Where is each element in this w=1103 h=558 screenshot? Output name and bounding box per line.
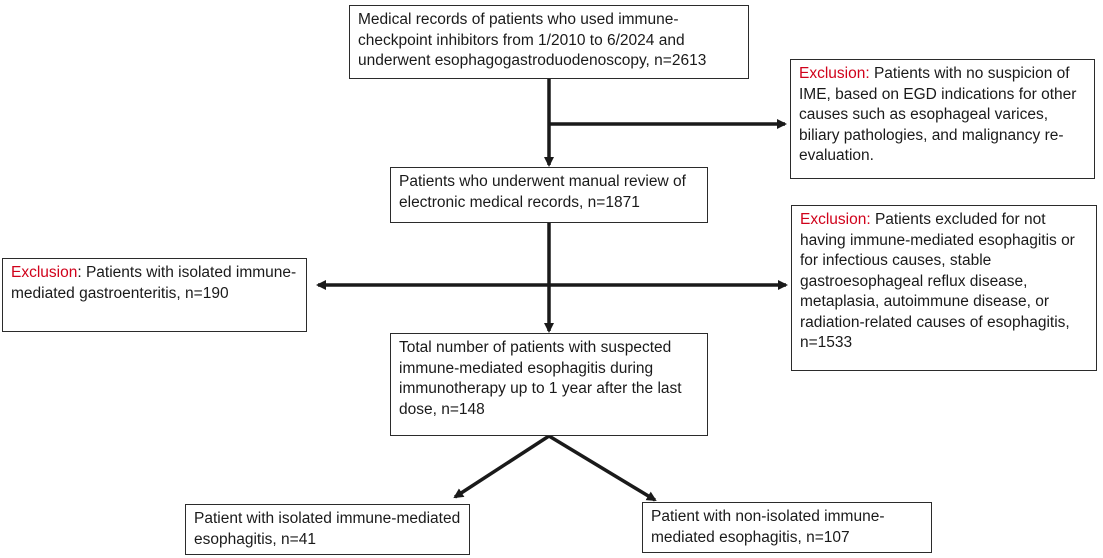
manual-review-box: Patients who underwent manual review of …: [390, 167, 708, 223]
exclusion-text-1: Patients with no suspicion of IME, based…: [799, 65, 1077, 164]
records-box: Medical records of patients who used imm…: [349, 5, 749, 79]
exclusion-text-3: Patients excluded for not having immune-…: [800, 211, 1075, 351]
exclusion-box-3: Exclusion: Patients excluded for not hav…: [791, 205, 1097, 371]
exclusion-label-1: Exclusion:: [799, 65, 870, 82]
non-isolated-box: Patient with non-isolated immune-mediate…: [642, 502, 932, 553]
exclusion-box-2: Exclusion: Patients with isolated immune…: [2, 258, 307, 332]
isolated-box: Patient with isolated immune-mediated es…: [185, 504, 470, 555]
exclusion-box-1: Exclusion: Patients with no suspicion of…: [790, 59, 1095, 179]
arrow-to-non-isolated: [548, 434, 657, 502]
arrow-to-isolated: [453, 434, 550, 499]
non-isolated-text: Patient with non-isolated immune-mediate…: [651, 508, 885, 546]
manual-review-text: Patients who underwent manual review of …: [399, 173, 686, 211]
exclusion-label-3: Exclusion:: [800, 211, 871, 228]
isolated-text: Patient with isolated immune-mediated es…: [194, 510, 461, 548]
suspected-box: Total number of patients with suspected …: [390, 333, 708, 436]
exclusion-text-2: : Patients with isolated immune-mediated…: [11, 264, 297, 302]
exclusion-label-2: Exclusion: [11, 264, 78, 281]
suspected-text: Total number of patients with suspected …: [399, 339, 682, 418]
records-text: Medical records of patients who used imm…: [358, 11, 707, 69]
